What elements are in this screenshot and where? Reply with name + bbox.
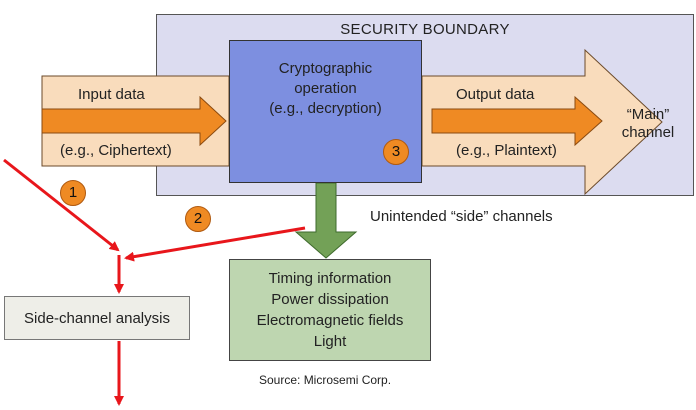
input-example-label: (e.g., Ciphertext) (60, 142, 172, 159)
main-channel-line-2: channel (621, 124, 675, 141)
side-channel-analysis-label: Side-channel analysis (24, 309, 170, 327)
red-line-1 (3, 158, 120, 252)
red-line-2 (124, 226, 306, 262)
output-example-label: (e.g., Plaintext) (456, 142, 557, 159)
crypto-line-2: operation (294, 80, 357, 97)
cryptographic-operation-box: Cryptographic operation (e.g., decryptio… (229, 40, 422, 183)
side-channels-label: Unintended “side” channels (370, 208, 553, 225)
side-channel-arrow (294, 182, 358, 259)
side-channel-info-box: Timing information Power dissipation Ele… (229, 259, 431, 361)
info-em: Electromagnetic fields (256, 312, 404, 329)
side-channel-analysis-box: Side-channel analysis (4, 296, 190, 340)
info-power: Power dissipation (271, 291, 389, 308)
output-data-label: Output data (456, 86, 535, 103)
security-boundary-label: SECURITY BOUNDARY (340, 21, 510, 38)
source-credit: Source: Microsemi Corp. (259, 373, 392, 387)
badge-1: 1 (60, 180, 86, 206)
info-timing: Timing information (268, 270, 392, 287)
input-data-label: Input data (78, 86, 145, 103)
info-light: Light (313, 333, 347, 350)
main-channel-label: “Main” channel (618, 106, 678, 142)
crypto-line-3: (e.g., decryption) (269, 100, 382, 117)
badge-3: 3 (383, 139, 409, 165)
main-channel-line-1: “Main” (626, 106, 670, 123)
input-data-arrow (41, 95, 227, 147)
crypto-line-1: Cryptographic (278, 60, 373, 77)
output-data-arrow (431, 95, 603, 147)
badge-2: 2 (185, 206, 211, 232)
